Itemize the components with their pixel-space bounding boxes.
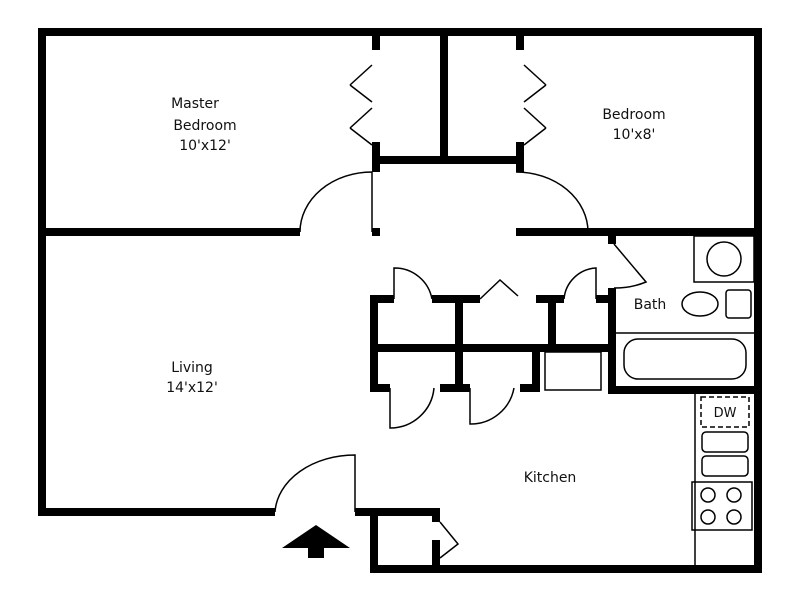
living-size: 14'x12' [166,380,218,396]
bath-label: Bath [634,297,667,313]
doors [274,64,648,559]
master-bedroom-label-2: Bedroom [173,118,236,134]
sink-basin-icon [701,431,749,453]
toilet-icon [681,291,719,317]
entry-arrow-icon [282,525,350,558]
washer-icon [544,351,602,391]
interior-walls [38,28,762,394]
master-bedroom-label: Master [171,96,219,112]
living-label: Living [171,360,213,376]
kitchen-counter [691,394,753,565]
dishwasher-icon [700,396,750,428]
bathtub-icon [623,338,747,380]
bedroom-label: Bedroom [602,107,665,123]
outer-walls [38,28,762,573]
dishwasher-label: DW [714,406,737,421]
master-bedroom-size: 10'x12' [179,138,231,154]
stove-icon [691,481,753,531]
bedroom-size: 10'x8' [613,127,656,143]
kitchen-label: Kitchen [524,470,577,486]
bath-fixtures [616,235,755,380]
sink-icon [693,235,755,283]
